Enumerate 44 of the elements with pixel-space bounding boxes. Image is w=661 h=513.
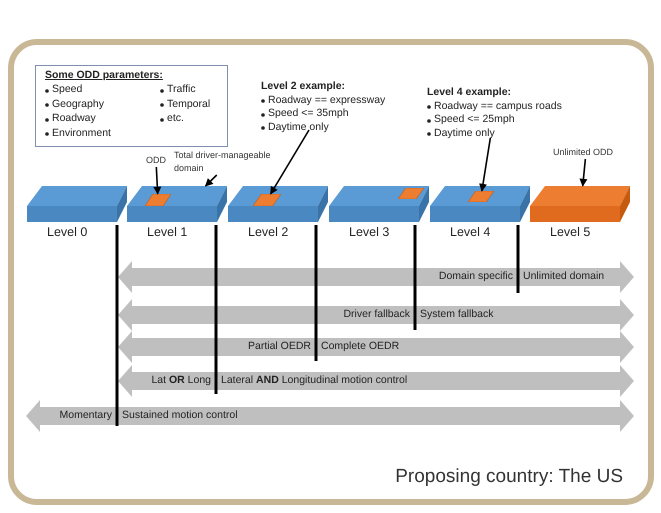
odd-patch <box>398 188 424 199</box>
list-item: Daytime only <box>268 120 329 132</box>
list-item: Roadway == campus roads <box>434 100 562 112</box>
level-label: Level 1 <box>147 225 188 239</box>
band-text: Sustained motion control <box>122 409 238 421</box>
callout-text: Total driver-manageable domain <box>174 149 286 175</box>
level-label: Level 4 <box>450 225 490 239</box>
band-text: Driver fallback <box>343 308 410 320</box>
example-heading: Level 2 example: <box>261 80 346 92</box>
list-item: Traffic <box>167 83 196 95</box>
leader-arrow <box>204 174 218 187</box>
band-text: Unlimited domain <box>523 270 604 282</box>
level-label: Level 5 <box>550 225 590 239</box>
leader-arrow <box>270 130 310 195</box>
leader-arrow <box>153 166 162 195</box>
level-label: Level 2 <box>248 225 288 239</box>
parameter-box <box>35 65 228 147</box>
leader-arrow <box>579 158 588 187</box>
example-heading: Level 4 example: <box>427 86 512 98</box>
footer-note: Proposing country: The US <box>395 466 623 488</box>
level-label: Level 0 <box>47 225 88 239</box>
box-heading: Some ODD parameters: <box>45 69 163 81</box>
list-item: Roadway <box>52 112 96 124</box>
list-item: Daytime only <box>434 126 495 138</box>
band-text: Domain specific <box>438 270 513 282</box>
list-item: etc. <box>167 112 184 124</box>
band-text: Lateral AND Longitudinal motion control <box>221 374 408 386</box>
list-item: Temporal <box>167 98 210 110</box>
odd-patch <box>468 191 494 202</box>
level-label: Level 3 <box>349 225 390 239</box>
list-item: Speed <= 35mph <box>268 107 349 119</box>
band-text: Partial OEDR <box>248 340 311 352</box>
band-text: Lat OR Long <box>151 374 211 386</box>
band-text: Momentary <box>59 409 112 421</box>
leader-arrow <box>479 138 492 192</box>
list-item: Roadway == expressway <box>268 94 386 106</box>
band-text: System fallback <box>420 308 494 320</box>
list-item: Speed <box>52 83 82 95</box>
callout-text: Unlimited ODD <box>553 146 619 159</box>
band-text: Complete OEDR <box>321 340 400 352</box>
callout-text: ODD <box>142 154 170 167</box>
list-item: Geography <box>52 98 104 110</box>
list-item: Speed <= 25mph <box>434 113 515 125</box>
list-item: Environment <box>52 126 111 138</box>
